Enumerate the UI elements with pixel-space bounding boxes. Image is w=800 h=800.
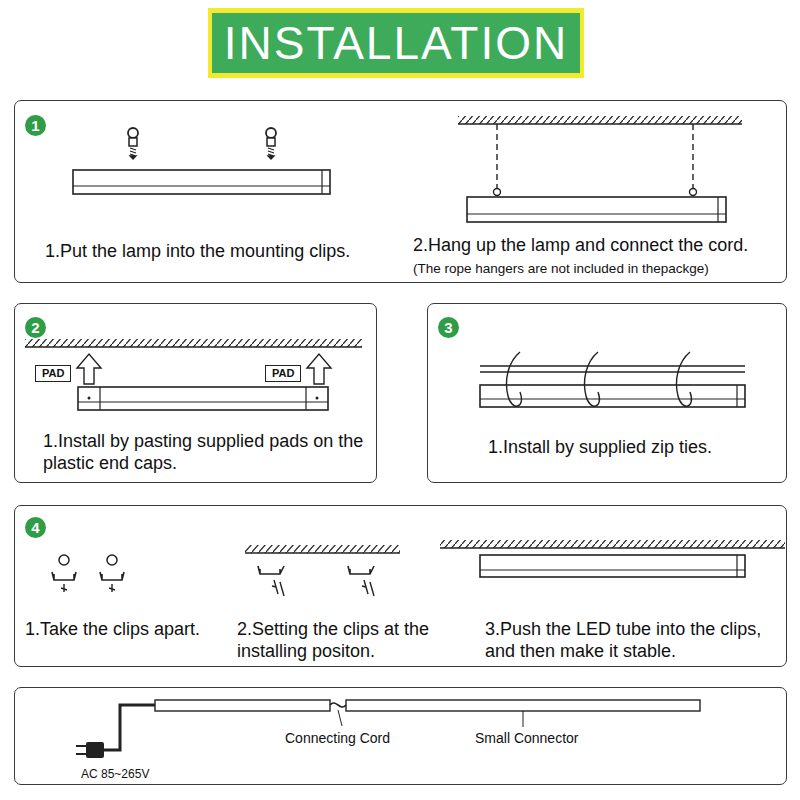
wiring-panel: Connecting Cord Small Connector AC 85~265V [14, 687, 787, 785]
step-number: 2 [25, 317, 46, 338]
instruction-text: 3.Push the LED tube into the clips, and … [485, 619, 783, 662]
instruction-text: 1.Install by supplied zip ties. [488, 437, 783, 459]
callout-number: 1 [25, 117, 46, 135]
pad-label: PAD [35, 365, 71, 382]
step-number: 1 [25, 115, 46, 136]
instruction-text: Connecting Cord [285, 730, 425, 747]
instruction-text: (The rope hangers are not included in th… [413, 261, 783, 277]
callout-number: 4 [25, 519, 46, 537]
pad-label: PAD [265, 365, 301, 382]
instruction-text: 1.Take the clips apart. [25, 619, 230, 641]
step-number: 3 [438, 317, 459, 338]
instruction-text: 2.Hang up the lamp and connect the cord. [413, 235, 783, 257]
instruction-text: 1.Put the lamp into the mounting clips. [45, 241, 405, 263]
callout-number: 2 [25, 319, 46, 337]
callout-number: 3 [438, 319, 459, 337]
step-number: 4 [25, 517, 46, 538]
banner-title: INSTALLATION [212, 20, 580, 66]
instruction-text: Small Connector [475, 730, 615, 747]
instruction-text: 2.Setting the clips at the installing po… [237, 619, 462, 662]
step-panel: 1.Install by supplied zip ties. 3 [427, 303, 787, 483]
part-label: PAD [42, 367, 64, 380]
instruction-text: AC 85~265V [81, 767, 191, 781]
instruction-text: 1.Install by pasting supplied pads on th… [43, 431, 368, 474]
part-label: PAD [272, 367, 294, 380]
step-panel: 1.Take the clips apart. 2.Setting the cli… [14, 505, 787, 667]
step-panel: 1.Install by pasting supplied pads on th… [14, 303, 377, 483]
step-panel: 1.Put the lamp into the mounting clips. 2… [14, 100, 787, 283]
